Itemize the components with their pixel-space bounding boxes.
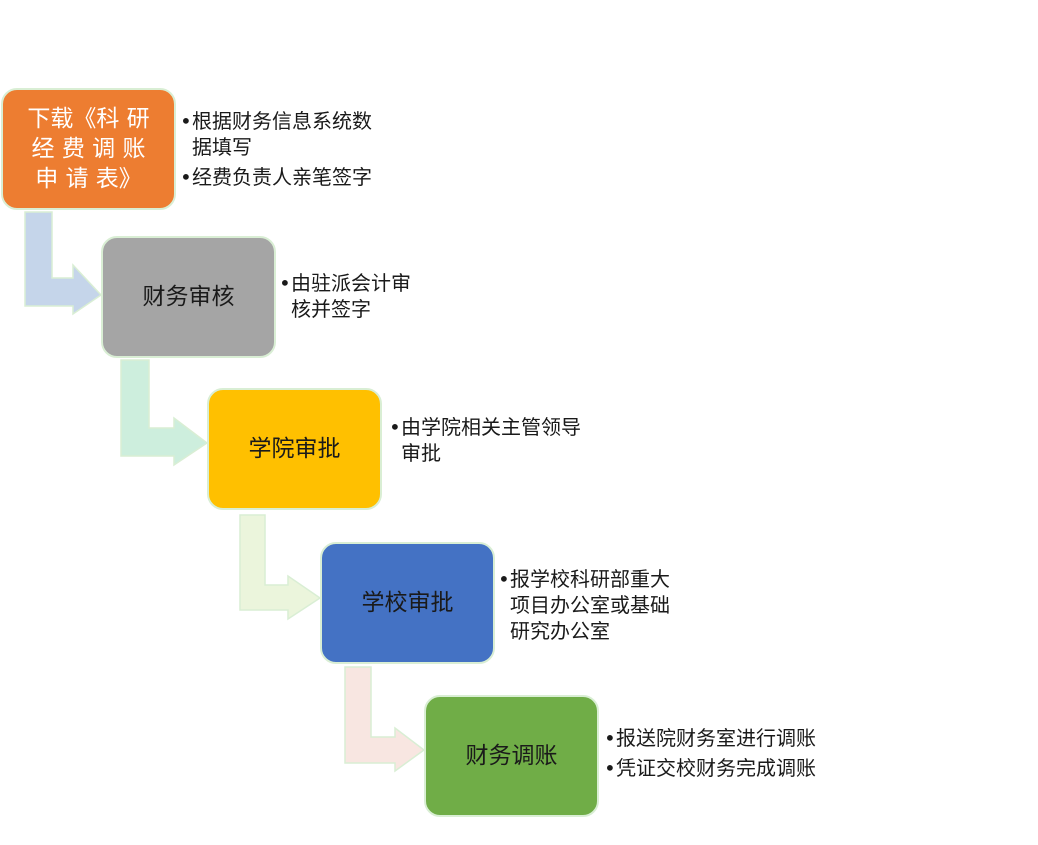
note-line: 经费负责人亲笔签字: [192, 165, 372, 189]
step-label: 学校审批: [361, 590, 454, 616]
step-label-line: 下载《科 研: [27, 106, 150, 132]
step-box-university-approval: 学校审批: [320, 542, 495, 664]
note-line: 审批: [401, 441, 441, 465]
step-box-college-approval: 学院审批: [207, 388, 382, 510]
step-label-line: 经 费 调 账: [31, 136, 146, 162]
note-item: 由驻派会计审 核并签字: [279, 270, 449, 322]
step-label: 财务调账: [465, 743, 558, 769]
note-item: 凭证交校财务完成调账: [604, 755, 864, 781]
connector-arrow-3: [239, 514, 322, 621]
step-label: 财务审核: [142, 284, 235, 310]
note-line: 由驻派会计审: [291, 271, 411, 295]
note-item: 由学院相关主管领导 审批: [389, 414, 619, 466]
step-label-line: 申 请 表》: [35, 166, 142, 192]
step-box-download-form: 下载《科 研 经 费 调 账 申 请 表》: [1, 88, 176, 210]
step-notes: 由驻派会计审 核并签字: [279, 270, 449, 326]
connector-arrow-2: [120, 359, 209, 467]
step-notes: 根据财务信息系统数 据填写 经费负责人亲笔签字: [180, 108, 410, 194]
note-line: 项目办公室或基础: [510, 593, 670, 617]
step-notes: 报送院财务室进行调账 凭证交校财务完成调账: [604, 725, 864, 785]
step-label: 学院审批: [248, 436, 341, 462]
connector-arrow-4: [344, 666, 426, 773]
step-box-finance-review: 财务审核: [101, 236, 276, 358]
note-item: 报送院财务室进行调账: [604, 725, 864, 751]
note-line: 报送院财务室进行调账: [616, 726, 816, 750]
note-line: 研究办公室: [510, 619, 610, 643]
step-notes: 由学院相关主管领导 审批: [389, 414, 619, 470]
note-line: 核并签字: [291, 297, 371, 321]
note-item: 经费负责人亲笔签字: [180, 164, 410, 190]
connector-arrow-1: [24, 211, 103, 316]
note-line: 报学校科研部重大: [510, 567, 670, 591]
note-item: 报学校科研部重大 项目办公室或基础 研究办公室: [498, 566, 708, 644]
note-line: 由学院相关主管领导: [401, 415, 581, 439]
note-line: 凭证交校财务完成调账: [616, 756, 816, 780]
note-line: 根据财务信息系统数: [192, 109, 372, 133]
note-item: 根据财务信息系统数 据填写: [180, 108, 410, 160]
step-notes: 报学校科研部重大 项目办公室或基础 研究办公室: [498, 566, 708, 648]
note-line: 据填写: [192, 135, 252, 159]
step-label: 下载《科 研 经 费 调 账 申 请 表》: [27, 104, 149, 194]
step-box-finance-adjustment: 财务调账: [424, 695, 599, 817]
